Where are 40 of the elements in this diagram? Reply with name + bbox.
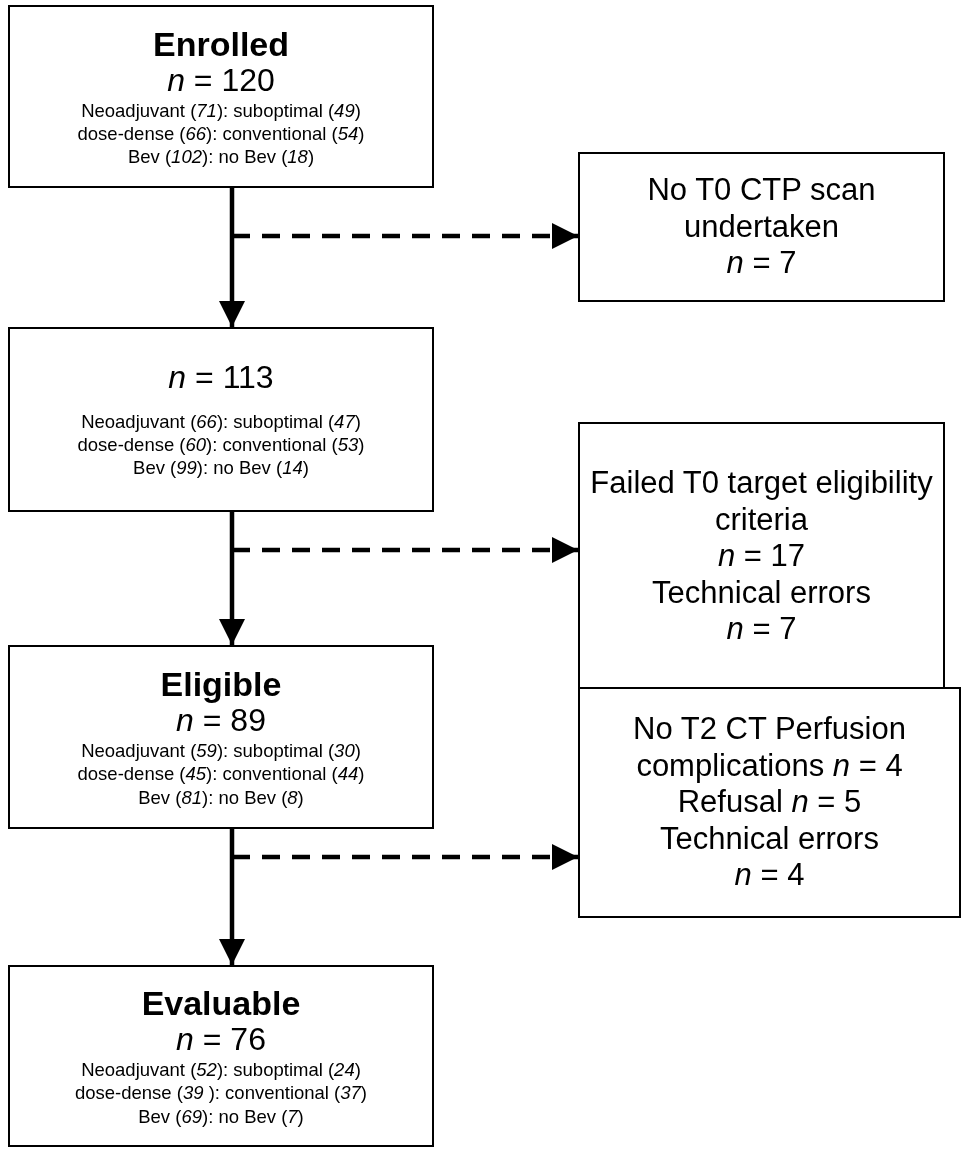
flow-box [8, 327, 434, 512]
exclusion-text: Technical errors [652, 574, 871, 612]
group-breakdown-text: Bev (69): no Bev (7) [138, 1104, 304, 1128]
exclusion-text: Refusal n = 5 [677, 784, 862, 821]
flow-box [8, 5, 434, 188]
group-breakdown-text: Neoadjuvant (52): suboptimal (24) [81, 1058, 361, 1082]
exclusion-text: complications n = 4 [636, 747, 903, 785]
group-breakdown-text: Bev (99): no Bev (14) [133, 455, 309, 480]
group-breakdown-text: Bev (81): no Bev (8) [138, 785, 304, 809]
group-breakdown-text: Neoadjuvant (59): suboptimal (30) [81, 739, 361, 763]
group-breakdown-text: Neoadjuvant (66): suboptimal (47) [81, 409, 361, 433]
flow-box [8, 645, 434, 829]
arrow [232, 223, 578, 249]
arrow [219, 829, 245, 965]
flow-box [578, 152, 945, 302]
group-breakdown-text: dose-dense (39 ): conventional (37) [74, 1081, 368, 1105]
arrow [219, 188, 245, 327]
count-text: n = 89 [176, 703, 266, 740]
exclusion-text: n = 17 [717, 538, 806, 575]
group-breakdown-text: dose-dense (60): conventional (53) [77, 432, 365, 456]
exclusion-text: No T2 CT Perfusion [633, 711, 906, 748]
box-heading: Evaluable [141, 984, 301, 1023]
exclusion-text: Technical errors [660, 820, 879, 858]
exclusion-text: n = 7 [726, 245, 797, 282]
box-heading: Enrolled [153, 24, 289, 63]
group-breakdown-text: dose-dense (66): conventional (54) [77, 121, 365, 145]
flow-box [8, 965, 434, 1147]
arrow [219, 512, 245, 645]
group-breakdown-text: dose-dense (45): conventional (44) [77, 762, 365, 786]
arrow [232, 537, 578, 563]
count-text: n = 76 [176, 1022, 266, 1059]
exclusion-text: n = 7 [726, 611, 797, 648]
box-heading: Eligible [160, 665, 282, 704]
flow-box [578, 687, 961, 918]
group-breakdown-text: Neoadjuvant (71): suboptimal (49) [81, 98, 361, 122]
count-text: n = 120 [167, 62, 275, 99]
group-breakdown-text: Bev (102): no Bev (18) [127, 145, 315, 169]
exclusion-text: n = 4 [734, 857, 805, 894]
count-text: n = 113 [168, 359, 274, 396]
arrow [232, 844, 578, 870]
